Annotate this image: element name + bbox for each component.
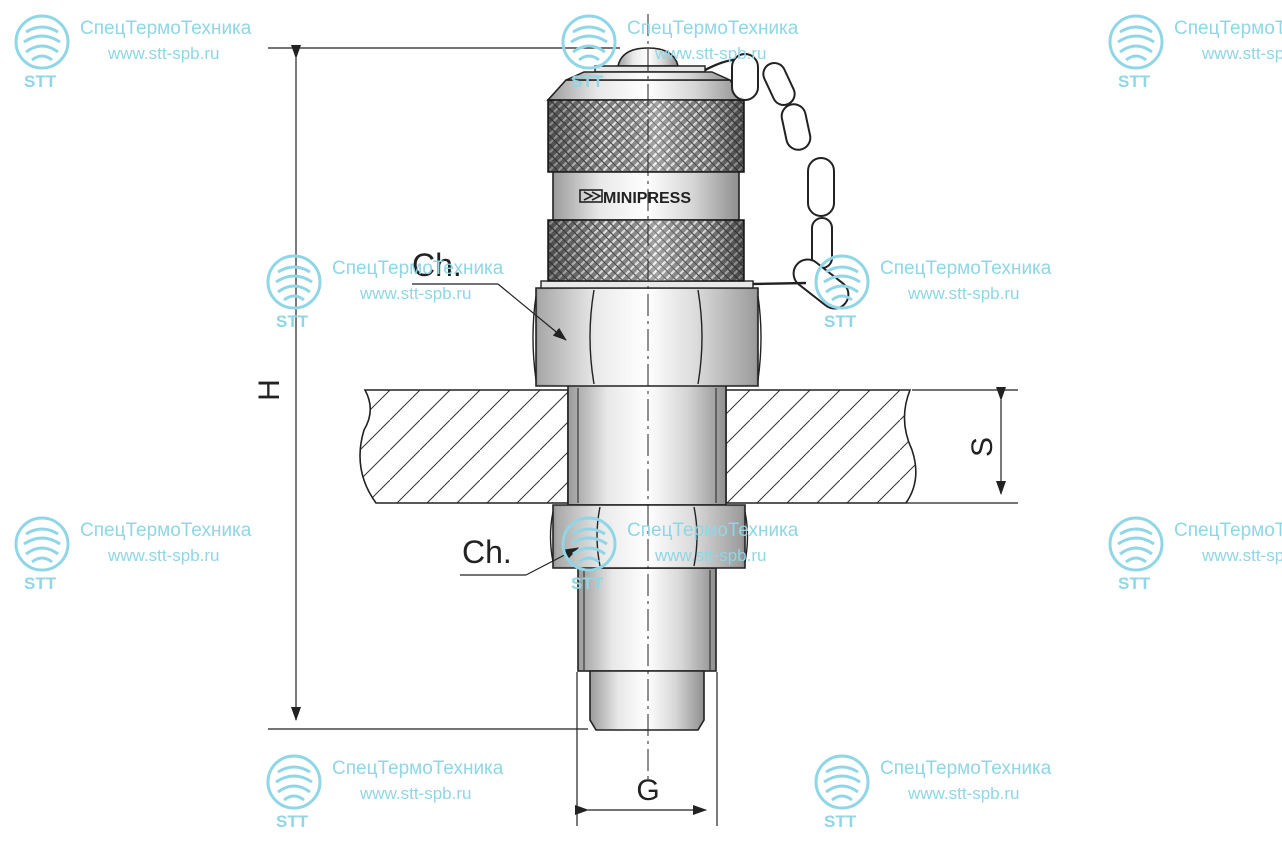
coupling-body <box>567 384 727 506</box>
stt-wave-logo-icon <box>266 754 322 810</box>
lower-nut-label: Ch. <box>462 534 512 570</box>
dimension-h-label: H <box>253 379 286 401</box>
minipress-logo-icon <box>579 189 603 203</box>
brand-label: MINIPRESS <box>603 190 691 207</box>
watermark: СпецТермоТехника www.stt-spb.ru STT <box>1108 14 1282 94</box>
stt-wave-logo-icon <box>561 516 617 572</box>
upper-hex-nut <box>532 287 762 387</box>
stt-wave-logo-icon <box>1108 516 1164 572</box>
stt-wave-logo-icon <box>14 14 70 70</box>
dimension-s <box>906 387 1018 504</box>
watermark: СпецТермоТехника www.stt-spb.ru STT <box>14 516 294 596</box>
watermark: СпецТермоТехника www.stt-spb.ru STT <box>561 516 841 596</box>
lower-threaded-shank <box>577 567 717 731</box>
stt-wave-logo-icon <box>561 14 617 70</box>
dimension-h <box>268 45 620 730</box>
watermark: СпецТермоТехника www.stt-spb.ru STT <box>814 254 1094 334</box>
dimension-s-label: S <box>966 437 999 457</box>
dimension-g <box>575 672 718 826</box>
stt-wave-logo-icon <box>14 516 70 572</box>
knurled-cap <box>546 47 746 282</box>
mounting-panel <box>359 389 917 504</box>
stt-wave-logo-icon <box>814 754 870 810</box>
watermark: СпецТермоТехника www.stt-spb.ru STT <box>814 754 1094 834</box>
stt-wave-logo-icon <box>266 254 322 310</box>
watermark: СпецТермоТехника www.stt-spb.ru STT <box>266 254 546 334</box>
washer <box>540 280 754 289</box>
lower-nut-leader-arrow <box>525 547 579 576</box>
watermark: СпецТермоТехника www.stt-spb.ru STT <box>266 754 546 834</box>
dimension-g-label: G <box>636 774 659 807</box>
upper-nut-label: Ch. <box>412 247 462 283</box>
watermark: СпецТермоТехника www.stt-spb.ru STT <box>561 14 841 94</box>
stt-wave-logo-icon <box>814 254 870 310</box>
watermark: СпецТермоТехника www.stt-spb.ru STT <box>14 14 294 94</box>
upper-nut-leader-arrow <box>497 283 567 341</box>
stt-wave-logo-icon <box>1108 14 1164 70</box>
watermark: СпецТермоТехника www.stt-spb.ru STT <box>1108 516 1282 596</box>
retaining-chain <box>704 53 850 310</box>
